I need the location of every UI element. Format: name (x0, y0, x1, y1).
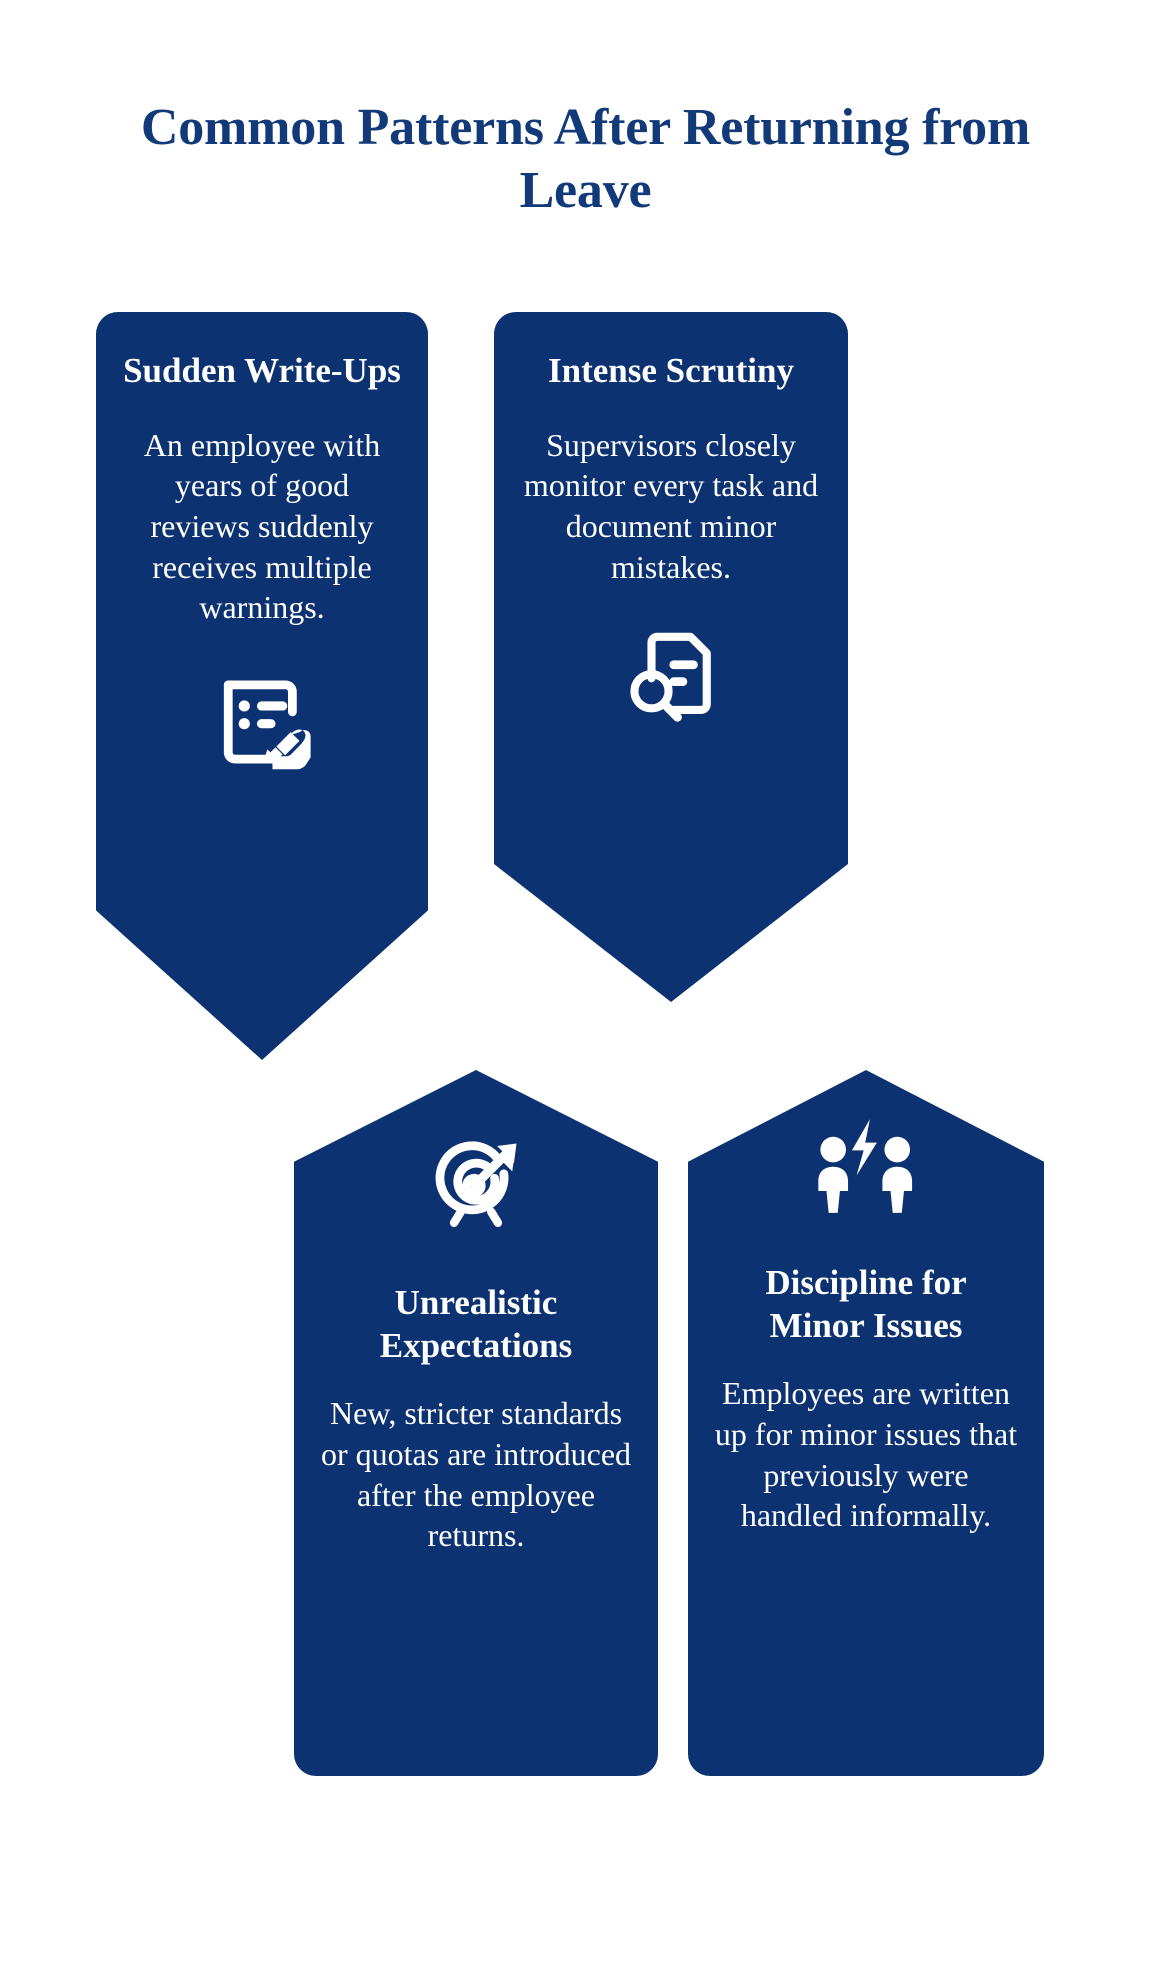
clipboard-hand-writing-icon (208, 668, 316, 776)
card-heading: Intense Scrutiny (548, 351, 794, 390)
card-discipline-minor-issues[interactable]: Discipline for Minor Issues Employees ar… (688, 1070, 1044, 1776)
card-heading: Discipline for Minor Issues (765, 1263, 967, 1345)
card-unrealistic-expectations[interactable]: Unrealistic Expectations New, stricter s… (294, 1070, 658, 1776)
card-body: An employee with years of good reviews s… (143, 426, 381, 626)
card-body: Supervisors closely monitor every task a… (523, 426, 819, 585)
card-body: Employees are written up for minor issue… (714, 1375, 1018, 1534)
document-magnifier-icon (619, 623, 723, 727)
target-arrow-icon (422, 1130, 530, 1238)
card-body: New, stricter standards or quotas are in… (320, 1395, 632, 1554)
page-title: Common Patterns After Returning from Lea… (140, 99, 1031, 220)
two-people-conflict-icon (808, 1116, 924, 1216)
card-heading: Unrealistic Expectations (379, 1283, 573, 1365)
card-heading: Sudden Write-Ups (123, 351, 401, 390)
card-intense-scrutiny[interactable]: Intense Scrutiny Supervisors closely mon… (494, 312, 848, 1002)
card-sudden-write-ups[interactable]: Sudden Write-Ups An employee with years … (96, 312, 428, 1060)
title-container: Common Patterns After Returning from Lea… (0, 96, 1171, 223)
